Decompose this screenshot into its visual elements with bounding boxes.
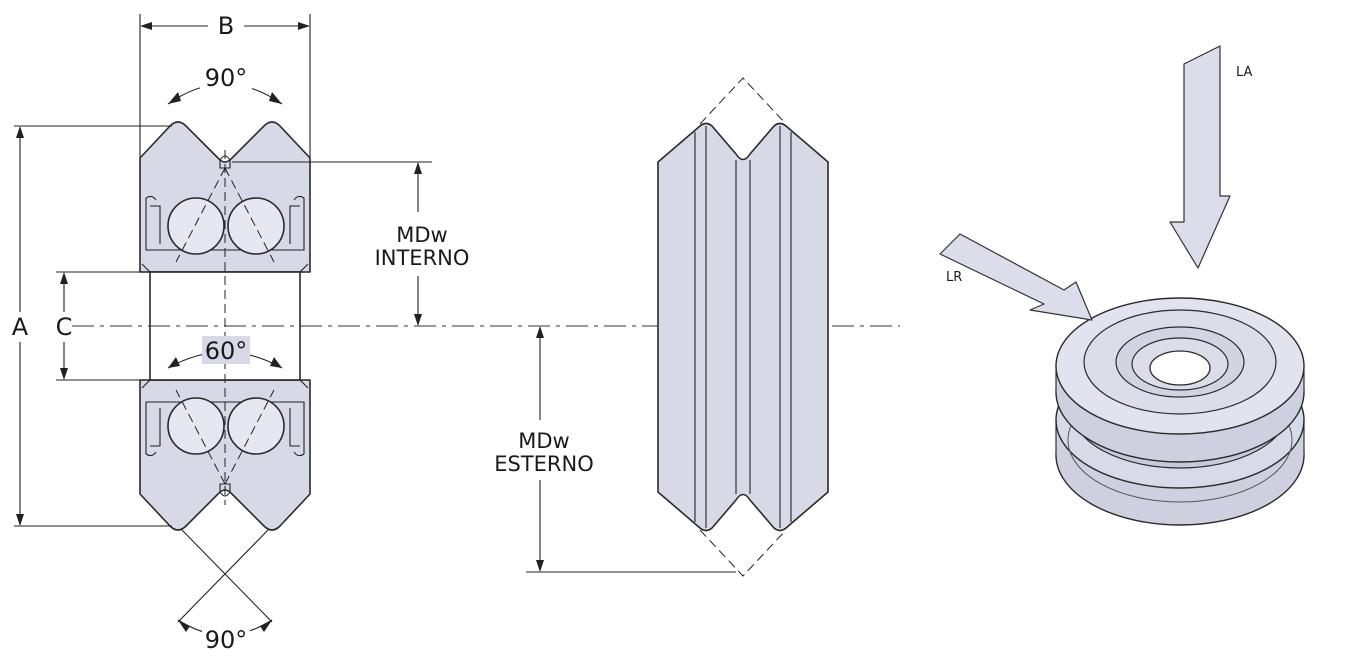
bottom-angle-lines	[177, 529, 273, 623]
angle-bottom-label-bg	[202, 625, 250, 655]
bearing-3d-view	[1055, 297, 1305, 526]
dimension-mdw-external: MDw ESTERNO	[494, 326, 736, 573]
angle-inner-arrow-left	[168, 357, 180, 368]
bearing-side-view	[657, 77, 829, 577]
center-bore	[1149, 350, 1211, 386]
lower-wheel-edges	[1055, 420, 1305, 455]
dim-a-label: A	[12, 313, 29, 341]
dimension-mdw-internal: MDw INTERNO	[232, 161, 470, 326]
angle-top-label: 90°	[205, 64, 248, 92]
angle-inner-label-bg	[202, 336, 250, 364]
angle-bottom-label: 90°	[205, 626, 248, 654]
angle-inner-label: 60°	[205, 337, 248, 365]
dim-b-arrow-right	[298, 22, 310, 30]
dim-b-arrow-left	[140, 22, 152, 30]
load-arrows: LA LR	[939, 45, 1253, 321]
dim-c-arrow-top	[60, 272, 68, 284]
angle-top-arrow-right	[269, 92, 282, 104]
mdw-int-arrow-bottom	[414, 314, 422, 326]
top-seals	[150, 205, 300, 244]
dim-c-arrow-bottom	[60, 368, 68, 380]
angle-top-label-bg	[200, 62, 252, 92]
dimension-a: A	[12, 125, 172, 527]
dimension-b: B	[139, 12, 311, 158]
bearing-cross-section	[139, 121, 311, 623]
side-view-groove-lines	[735, 160, 751, 494]
side-view-angle-lines	[699, 77, 787, 577]
dim-a-arrow-top	[16, 126, 24, 138]
mdw-ext-label-2: ESTERNO	[494, 452, 594, 476]
radial-load-arrow	[939, 233, 1093, 321]
bottom-groove-slot	[219, 483, 231, 497]
mdw-ext-arrow-bottom	[536, 560, 544, 572]
top-seal-lips	[145, 195, 305, 201]
angle-top-arrow-left	[168, 92, 181, 104]
angle-bottom-arrow-left	[178, 620, 190, 632]
side-view-flange-lines	[694, 126, 792, 528]
dim-a-arrow-bottom	[16, 514, 24, 526]
angle-inner-arrow-right	[270, 357, 282, 368]
ball-bottom-left	[167, 397, 225, 455]
dim-c-label: C	[56, 313, 73, 341]
bottom-seals	[150, 408, 300, 447]
ball-top-left	[167, 197, 225, 255]
ball-bottom-right	[227, 397, 285, 455]
bore-chamfers	[141, 263, 309, 389]
dimension-c: C	[56, 271, 140, 381]
axial-load-label: LA	[1236, 65, 1253, 80]
mdw-ext-label-1: MDw	[518, 429, 569, 453]
radial-load-label: LR	[946, 270, 962, 285]
angle-bottom-arrow-right	[260, 620, 272, 632]
top-groove-slot	[219, 155, 231, 169]
axial-load-arrow	[1169, 45, 1231, 269]
bottom-seal-lips	[145, 451, 305, 457]
mdw-ext-arrow-top	[536, 326, 544, 338]
mdw-int-label-2: INTERNO	[375, 246, 470, 270]
dim-b-label: B	[218, 12, 234, 40]
angle-annotations: 90° 60° 90°	[167, 62, 283, 655]
mdw-int-label-1: MDw	[396, 223, 447, 247]
ball-top-right	[227, 197, 285, 255]
mdw-int-arrow-top	[414, 162, 422, 174]
side-view-body	[657, 122, 829, 532]
